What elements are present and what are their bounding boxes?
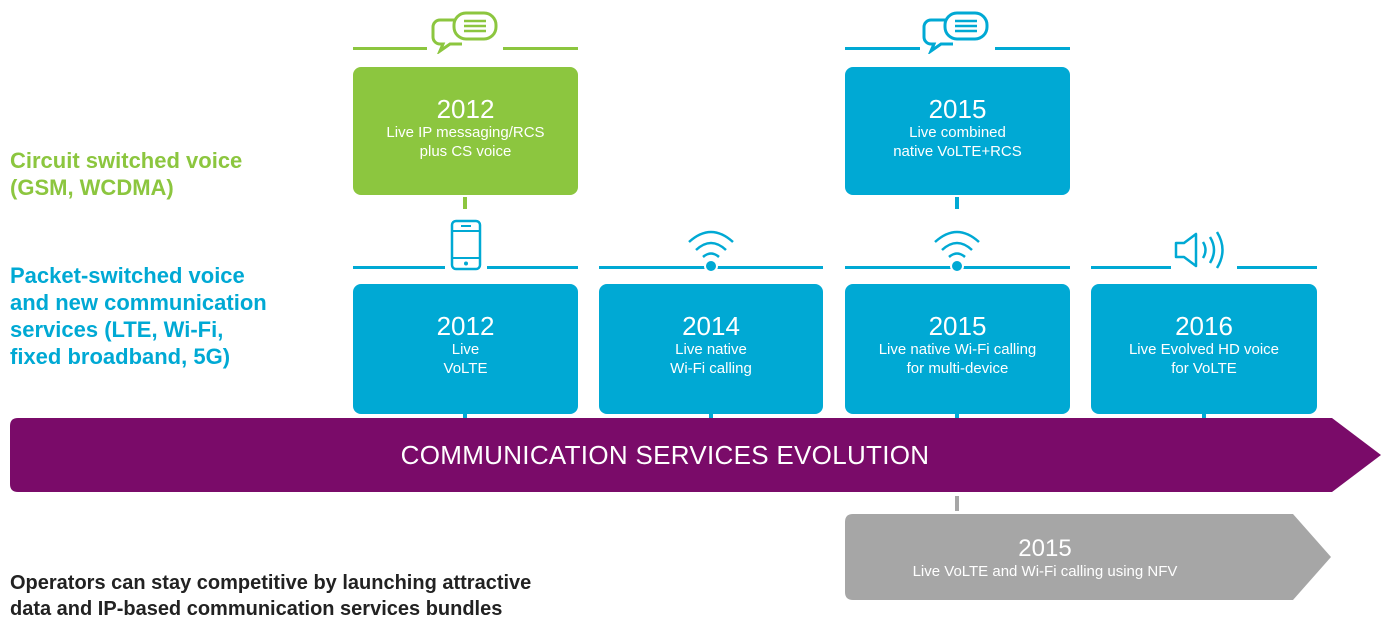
bottom-card-4-line-left — [1091, 266, 1171, 269]
top-card-2-line-left — [845, 47, 920, 50]
footnote-text: Operators can stay competitive by launch… — [10, 572, 532, 620]
packet-switched-label: Packet-switched voice and new communicat… — [10, 263, 267, 369]
top-card-2-line-right — [995, 47, 1070, 50]
nfv-arrow-card — [845, 514, 1331, 600]
card-year: 2015 — [1018, 535, 1072, 562]
chat-bubbles-icon — [922, 11, 989, 54]
smartphone-icon — [450, 219, 482, 271]
card-year: 2012 — [436, 311, 495, 341]
nfv-card-content: 2015 Live VoLTE and Wi-Fi calling using … — [845, 536, 1245, 581]
bottom-card-2015-multi-device: 2015 Live native Wi-Fi calling for multi… — [845, 284, 1070, 414]
bottom-card-2014-wifi-calling: 2014 Live native Wi-Fi calling — [599, 284, 823, 414]
bottom-card-1-line-right — [487, 266, 578, 269]
timeline-arrow-banner — [10, 418, 1381, 492]
card-description: Live native Wi-Fi calling for multi-devi… — [878, 341, 1037, 377]
card-description: Live VoLTE and Wi-Fi calling using NFV — [912, 563, 1178, 580]
wifi-icon — [688, 230, 734, 273]
bottom-card-1-line-left — [353, 266, 445, 269]
connector — [955, 496, 959, 511]
top-card-1-line-right — [503, 47, 578, 50]
banner-title: COMMUNICATION SERVICES EVOLUTION — [400, 439, 930, 470]
bottom-card-2016-evolved-hd-voice: 2016 Live Evolved HD voice for VoLTE — [1091, 284, 1317, 414]
card-year: 2015 — [928, 311, 987, 341]
speaker-icon — [1174, 231, 1224, 269]
chat-bubbles-icon — [431, 11, 498, 54]
card-year: 2012 — [436, 94, 495, 124]
card-year: 2014 — [682, 311, 740, 341]
connector — [955, 197, 959, 209]
top-card-1-line-left — [353, 47, 427, 50]
wifi-icon — [934, 230, 980, 273]
bottom-card-2012-volte: 2012 Live VoLTE — [353, 284, 578, 414]
card-description: Live combined native VoLTE+RCS — [893, 124, 1022, 160]
circuit-switched-label: Circuit switched voice (GSM, WCDMA) — [10, 148, 243, 200]
card-year: 2015 — [928, 94, 987, 124]
card-description: Live IP messaging/RCS plus CS voice — [386, 124, 545, 160]
top-card-2015-volte-rcs: 2015 Live combined native VoLTE+RCS — [845, 67, 1070, 195]
bottom-card-4-line-right — [1237, 266, 1317, 269]
card-description: Live Evolved HD voice for VoLTE — [1128, 341, 1280, 377]
card-description: Live native Wi-Fi calling — [670, 341, 752, 377]
connector — [463, 197, 467, 209]
card-year: 2016 — [1175, 311, 1233, 341]
card-description: Live VoLTE — [443, 341, 488, 377]
top-card-2012-rcs: 2012 Live IP messaging/RCS plus CS voice — [353, 67, 578, 195]
